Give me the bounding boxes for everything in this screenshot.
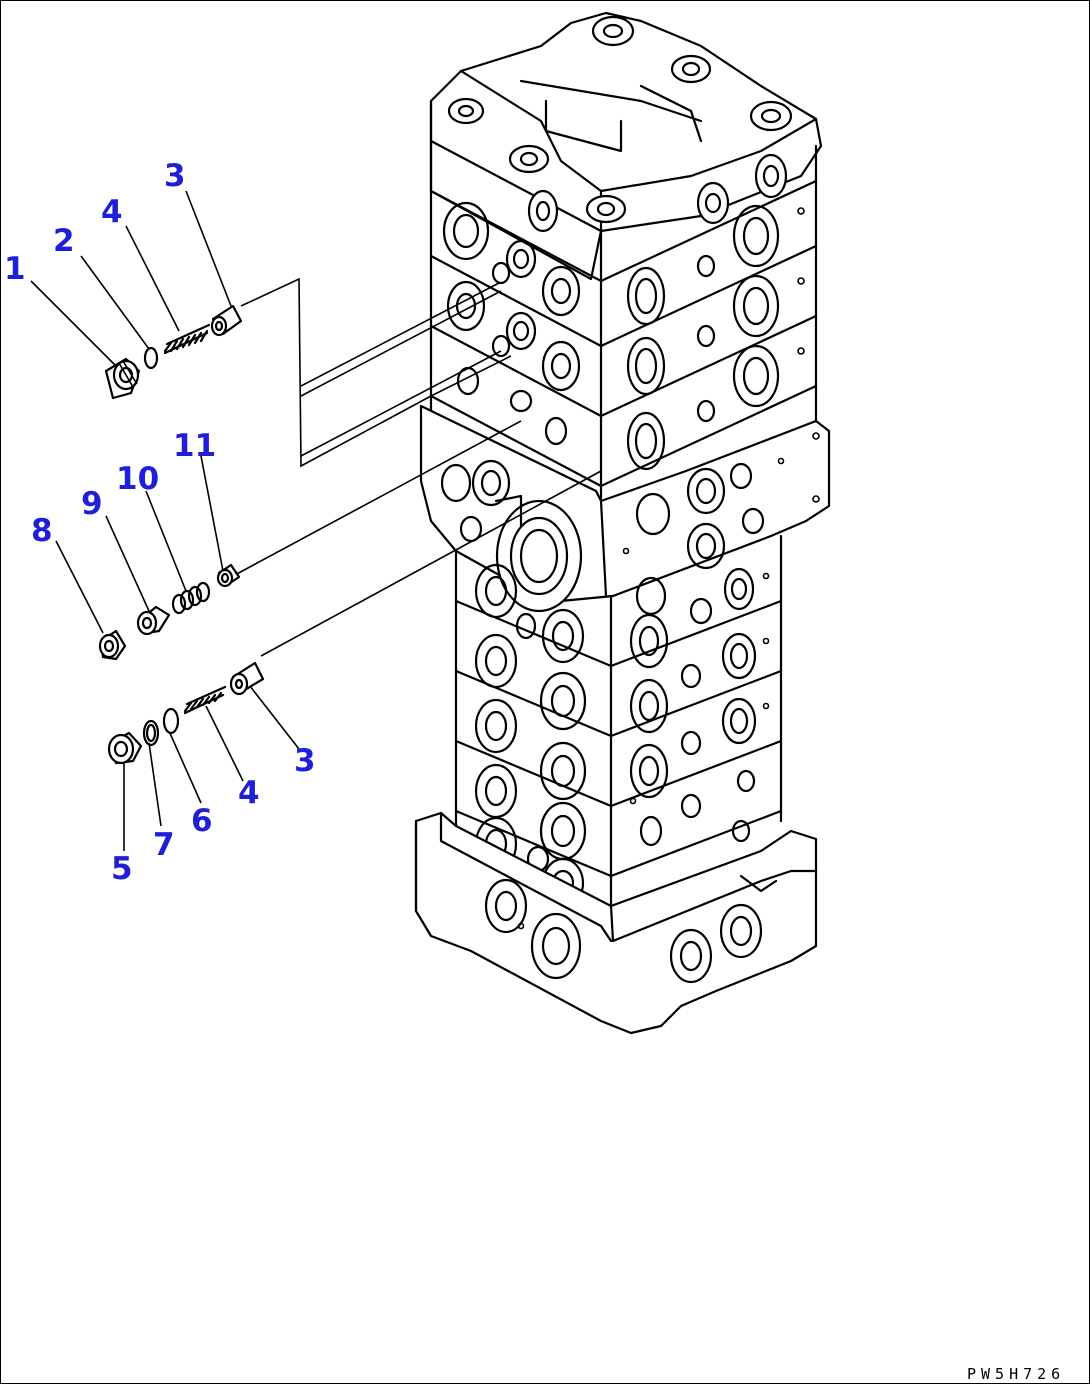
callout-8: 8: [31, 513, 53, 549]
callout-11: 11: [173, 428, 216, 464]
callout-10: 10: [116, 461, 159, 497]
explosion-lines: [30, 190, 602, 851]
part-5-plug: [107, 731, 143, 765]
callout-9: 9: [81, 486, 103, 522]
callout-2: 2: [53, 223, 75, 259]
part-2-poppet: [143, 346, 159, 370]
control-valve-body: [414, 11, 831, 1035]
lower-right-ports: [629, 567, 770, 847]
part-6-poppet: [162, 707, 180, 735]
part-7-o-ring: [142, 719, 160, 747]
callout-labels: 1 2 4 3 11 10 9 8 3 4 6 7 5: [4, 158, 316, 887]
part-9-poppet: [136, 605, 171, 636]
upper-left-ports: [442, 201, 581, 446]
drawing-code: PW5H726: [967, 1365, 1065, 1383]
upper-right-ports: [626, 204, 805, 471]
part-1-plug: [104, 357, 141, 400]
callout-4-lower: 4: [238, 775, 260, 811]
callout-6: 6: [191, 803, 213, 839]
callout-1: 1: [4, 251, 26, 287]
part-10-spring: [171, 581, 211, 615]
callout-3-lower: 3: [294, 743, 316, 779]
cover-bolt-bosses: [447, 15, 793, 233]
part-8-plug: [98, 629, 127, 661]
part-3-sleeve-lower: [229, 661, 265, 696]
callout-3-upper: 3: [164, 158, 186, 194]
part-4-spring-lower: [183, 685, 227, 715]
part-11-seat: [216, 563, 241, 588]
callout-5: 5: [111, 851, 133, 887]
callout-4-upper: 4: [101, 194, 123, 230]
lower-left-ports: [474, 563, 587, 909]
part-4-spring-upper: [163, 323, 211, 355]
part-3-sleeve-upper: [210, 304, 243, 337]
callout-7: 7: [153, 827, 175, 863]
